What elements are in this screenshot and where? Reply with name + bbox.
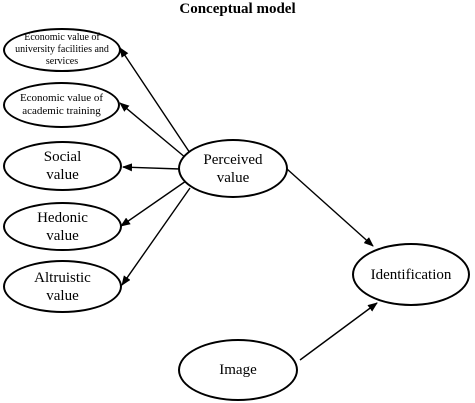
node-economic-training: Economic value of academic training <box>3 82 120 128</box>
node-social-value-line-1: Social <box>43 149 82 165</box>
arrow-image-to-identification <box>299 302 378 361</box>
node-identification-line-1: Identification <box>370 266 452 283</box>
diagram-title: Conceptual model <box>179 1 296 17</box>
node-hedonic-value: Hedonic value <box>3 202 122 251</box>
node-economic-training-line-1: Economic value of <box>19 92 104 104</box>
arrow-perceived-to-identification <box>286 168 374 247</box>
node-altruistic-value-line-2: value <box>46 287 79 304</box>
node-economic-training-line-2: academic training <box>22 105 101 117</box>
arrow-perceived-to-social-value <box>122 163 181 172</box>
arrow-perceived-to-hedonic-value <box>120 180 187 227</box>
node-altruistic-value-line-1: Altruistic <box>34 269 91 286</box>
node-hedonic-value-line-1: Hedonic <box>37 209 88 226</box>
arrow-perceived-to-altruistic-value <box>121 187 191 286</box>
arrow-perceived-to-economic-facilities <box>119 47 191 154</box>
node-social-value-line-2: value <box>46 167 79 183</box>
node-hedonic-value-line-2: value <box>46 227 79 244</box>
node-image: Image <box>178 339 298 401</box>
node-economic-facilities: Economic value of university facilities … <box>3 28 121 72</box>
node-perceived-value-line-2: value <box>216 169 250 186</box>
node-perceived-value-line-1: Perceived <box>203 151 263 168</box>
node-image-line-1: Image <box>219 362 257 378</box>
node-economic-facilities-line-1: Economic value of <box>24 32 100 43</box>
node-economic-facilities-line-3: services <box>45 56 79 67</box>
arrow-perceived-to-economic-training <box>119 102 187 159</box>
node-identification: Identification <box>352 243 470 306</box>
node-perceived-value: Perceived value <box>178 139 288 198</box>
node-altruistic-value: Altruistic value <box>3 260 122 313</box>
node-economic-facilities-line-2: university facilities and <box>15 44 109 55</box>
node-social-value: Social value <box>3 141 122 191</box>
